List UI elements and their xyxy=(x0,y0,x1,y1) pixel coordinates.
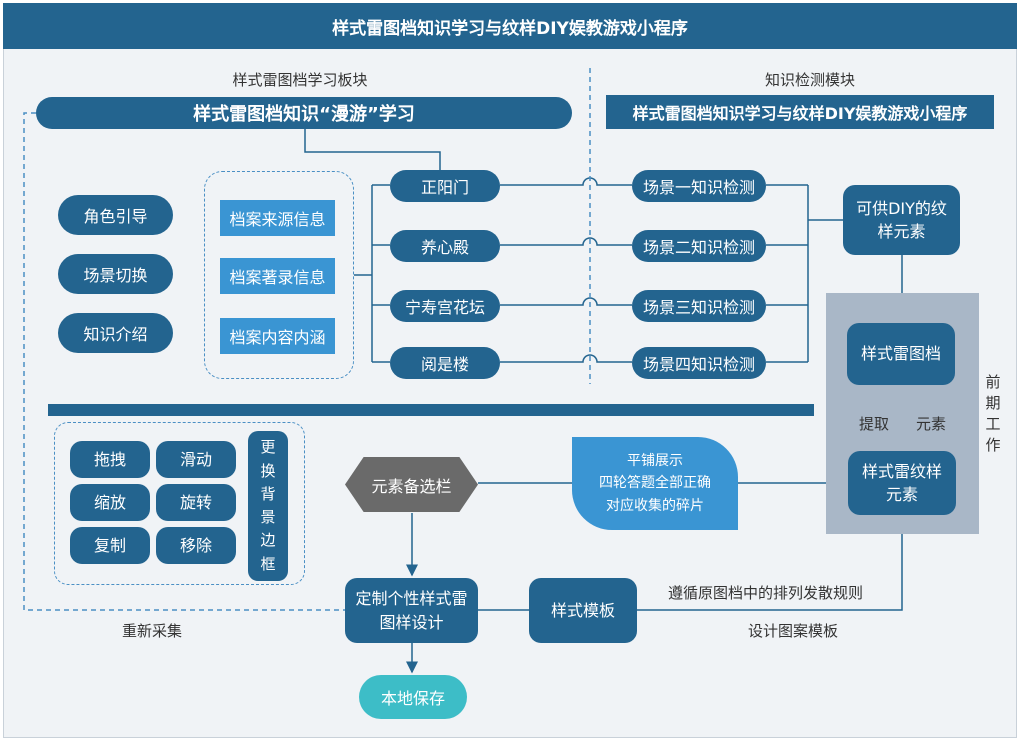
element-selection-bar[interactable]: 元素备选栏 xyxy=(345,457,478,512)
left-module-heading: 样式雷图档学习板块 xyxy=(232,70,368,89)
custom-pattern-design[interactable]: 定制个性样式雷图样设计 xyxy=(345,578,478,643)
left-module-banner: 样式雷图档知识“漫游”学习 xyxy=(36,97,572,129)
local-save-button[interactable]: 本地保存 xyxy=(359,675,467,719)
right-module-heading: 知识检测模块 xyxy=(764,70,855,89)
change-border-button[interactable]: 更换背景边框 xyxy=(248,431,288,581)
pre-work-label: 前期工作 xyxy=(983,374,1002,458)
scene-zhengyangmen[interactable]: 正阳门 xyxy=(390,170,500,202)
archive-catalog-info: 档案著录信息 xyxy=(220,258,335,294)
scene-yangxindian[interactable]: 养心殿 xyxy=(390,230,500,262)
rotate-button[interactable]: 旋转 xyxy=(156,484,236,521)
style-template[interactable]: 样式模板 xyxy=(529,578,637,643)
extract-label: 提取 xyxy=(858,414,889,433)
archive-source-info: 档案来源信息 xyxy=(220,200,335,236)
diy-pattern-elements: 可供DIY的纹样元素 xyxy=(843,185,960,255)
tile-line-2: 四轮答题全部正确 xyxy=(599,475,711,492)
scene-ningshougong-garden[interactable]: 宁寿宫花坛 xyxy=(390,290,500,322)
feature-role-guide[interactable]: 角色引导 xyxy=(58,195,173,235)
zoom-button[interactable]: 缩放 xyxy=(70,484,150,521)
slide-button[interactable]: 滑动 xyxy=(156,441,236,478)
rule-label: 遵循原图档中的排列发散规则 xyxy=(668,584,864,602)
feature-scene-switch[interactable]: 场景切换 xyxy=(58,254,173,294)
archive-content-info: 档案内容内涵 xyxy=(220,318,335,354)
archive-info-group xyxy=(204,171,354,379)
pattern-elements: 样式雷纹样元素 xyxy=(848,451,956,515)
header-bar: 样式雷图档知识学习与纹样DIY娱教游戏小程序 xyxy=(3,3,1017,49)
feature-knowledge-intro[interactable]: 知识介绍 xyxy=(58,313,173,353)
header-title: 样式雷图档知识学习与纹样DIY娱教游戏小程序 xyxy=(332,18,688,39)
yangshilei-drawing: 样式雷图档 xyxy=(847,323,955,385)
recollect-label: 重新采集 xyxy=(122,622,183,640)
remove-button[interactable]: 移除 xyxy=(156,527,236,564)
scene4-knowledge-test[interactable]: 场景四知识检测 xyxy=(632,347,766,379)
element-label: 元素 xyxy=(915,414,946,433)
template-label: 设计图案模板 xyxy=(748,622,839,640)
scene2-knowledge-test[interactable]: 场景二知识检测 xyxy=(632,230,766,262)
drag-button[interactable]: 拖拽 xyxy=(70,441,150,478)
scene3-knowledge-test[interactable]: 场景三知识检测 xyxy=(632,290,766,322)
toolbar-group xyxy=(54,422,305,585)
copy-button[interactable]: 复制 xyxy=(70,527,150,564)
tile-display-box: 平铺展示 四轮答题全部正确 对应收集的碎片 xyxy=(572,437,738,530)
right-module-banner: 样式雷图档知识学习与纹样DIY娱教游戏小程序 xyxy=(606,95,994,129)
tile-line-1: 平铺展示 xyxy=(627,452,683,469)
scene1-knowledge-test[interactable]: 场景一知识检测 xyxy=(632,170,766,202)
scene-yueshilou[interactable]: 阅是楼 xyxy=(390,347,500,379)
tile-line-3: 对应收集的碎片 xyxy=(606,497,704,514)
